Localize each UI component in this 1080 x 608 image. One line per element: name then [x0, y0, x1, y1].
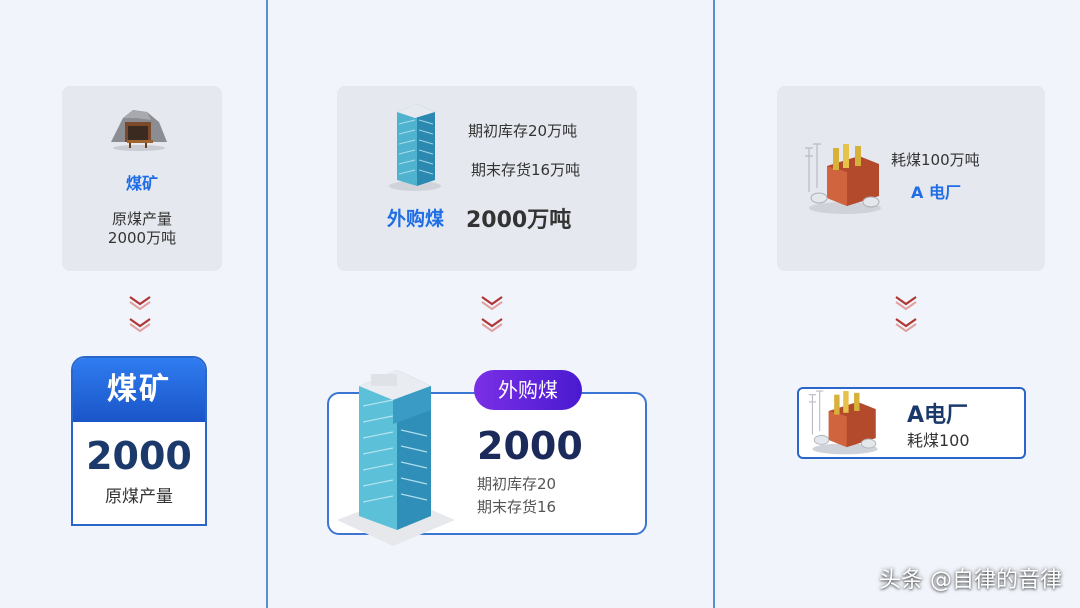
coal-mine-line1: 原煤产量 [111, 210, 172, 228]
power-plant-card: 耗煤100万吨 A 电厂 [777, 86, 1045, 271]
divider-left [266, 0, 268, 608]
chevron-down-icon [893, 294, 919, 334]
building-icon [387, 96, 443, 196]
coal-mine-result-label: 原煤产量 [105, 487, 173, 507]
closing-stock-text: 期末存货16万吨 [471, 161, 581, 179]
large-building-icon [333, 360, 459, 554]
purchased-coal-result-line1: 期初库存20 [477, 475, 557, 493]
power-plant-icon [803, 136, 887, 220]
mine-icon [107, 104, 171, 156]
purchased-coal-card: 期初库存20万吨 期末存货16万吨 外购煤 2000万吨 [337, 86, 637, 271]
coal-mine-result-value: 2000 [86, 434, 192, 478]
coal-mine-result-header: 煤矿 [73, 358, 205, 422]
coal-consumption-text: 耗煤100万吨 [891, 151, 980, 169]
purchased-coal-amount: 2000万吨 [466, 208, 572, 233]
power-plant-small-icon [807, 383, 883, 461]
coal-mine-result-card: 煤矿 2000 原煤产量 [71, 356, 207, 526]
opening-stock-text: 期初库存20万吨 [468, 122, 578, 140]
chevron-down-icon [127, 294, 153, 334]
coal-mine-line2: 2000万吨 [107, 229, 177, 247]
purchased-coal-pill: 外购煤 [474, 370, 582, 410]
purchased-coal-result-value: 2000 [477, 424, 583, 468]
watermark: 头条 @自律的音律 [879, 568, 1062, 593]
power-plant-label: A 电厂 [911, 183, 961, 202]
divider-right [713, 0, 715, 608]
coal-mine-title: 煤矿 [125, 174, 158, 193]
power-plant-result-sub: 耗煤100 [907, 431, 970, 450]
power-plant-result-card: A电厂 耗煤100 [797, 387, 1026, 459]
chevron-down-icon [479, 294, 505, 334]
power-plant-result-title: A电厂 [907, 403, 969, 428]
coal-mine-card: 煤矿 原煤产量 2000万吨 [62, 86, 222, 271]
purchased-coal-label: 外购煤 [387, 208, 445, 230]
purchased-coal-result-line2: 期末存货16 [477, 498, 557, 516]
